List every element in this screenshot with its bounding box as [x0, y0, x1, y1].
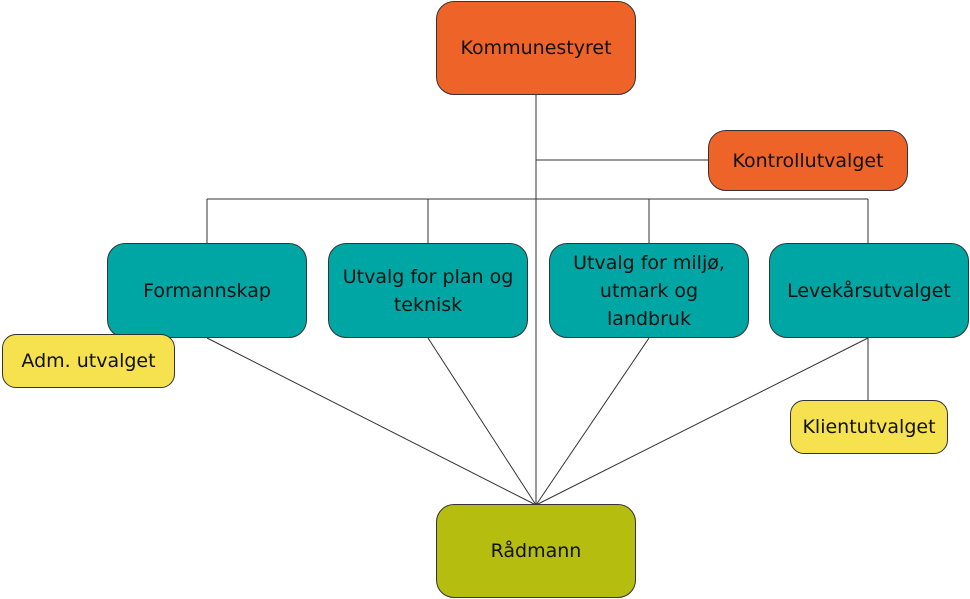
node-label: Utvalg for miljø, utmark og landbruk	[573, 251, 725, 330]
node-levekarsutvalget: Levekårsutvalget	[769, 243, 969, 338]
node-formannskap: Formannskap	[107, 243, 307, 338]
node-label: Kommunestyret	[460, 37, 612, 59]
node-label: Klientutvalget	[802, 416, 936, 438]
node-radmann: Rådmann	[436, 504, 636, 598]
diag-plan	[427, 337, 537, 506]
node-klientutvalget: Klientutvalget	[790, 400, 948, 454]
node-label: Rådmann	[490, 540, 582, 562]
node-label: Kontrollutvalget	[732, 149, 884, 172]
node-adm-utvalget: Adm. utvalget	[2, 334, 175, 388]
node-label: Adm. utvalget	[21, 350, 156, 372]
node-label: Formannskap	[143, 279, 271, 302]
node-label: Utvalg for plan og teknisk	[342, 265, 514, 316]
node-label: Levekårsutvalget	[787, 279, 951, 302]
node-kontrollutvalget: Kontrollutvalget	[708, 130, 908, 191]
node-utvalg-miljo: Utvalg for miljø, utmark og landbruk	[549, 243, 749, 338]
diag-miljo	[535, 337, 650, 506]
node-utvalg-plan: Utvalg for plan og teknisk	[328, 243, 528, 338]
diag-formannskap	[206, 337, 537, 506]
node-kommunestyret: Kommunestyret	[436, 1, 636, 95]
diag-levekar	[535, 337, 869, 506]
